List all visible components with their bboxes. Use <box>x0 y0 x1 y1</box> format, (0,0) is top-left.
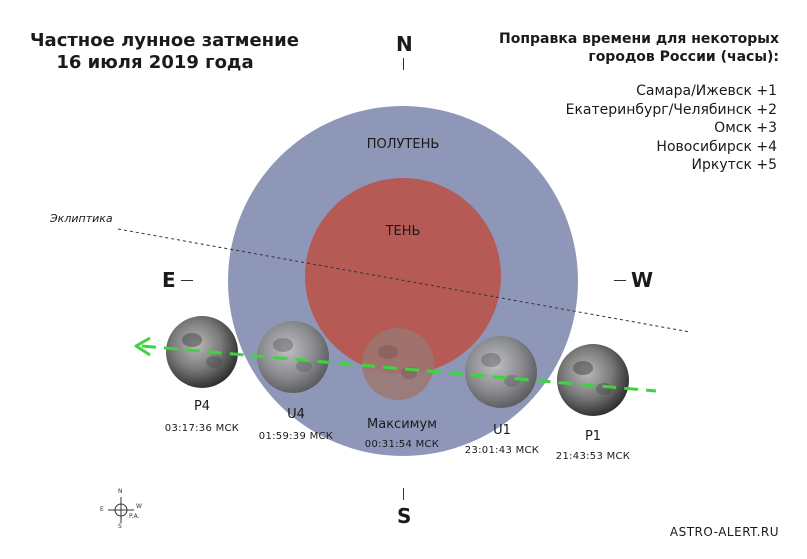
moon-path-arrowhead <box>134 336 151 357</box>
phase-name: P4 <box>193 399 211 414</box>
city-correction-item: Омск +3 <box>714 120 777 136</box>
moon-p1 <box>557 344 629 416</box>
correction-heading-line-1: Поправка времени для некоторых <box>499 31 779 47</box>
compass-n: N <box>118 488 123 495</box>
phase-label-p1: P1 21:43:53 МСК <box>543 430 643 464</box>
city-correction-item: Новосибирск +4 <box>656 138 777 155</box>
compass-cross-icon <box>108 497 134 523</box>
city-correction-item: Иркутск +5 <box>691 157 778 173</box>
phase-name: U4 <box>287 407 305 422</box>
phase-time: 01:59:39 МСК <box>258 431 334 442</box>
site-credit: ASTRO-ALERT.RU <box>669 525 779 539</box>
compass-w: W <box>136 503 142 510</box>
south-label: S <box>397 504 412 528</box>
city-correction-item: Самара/Ижевск +1 <box>636 83 777 99</box>
phase-time: 23:01:43 МСК <box>464 445 540 456</box>
time-correction-heading: Поправка времени для некоторых городов Р… <box>499 30 779 66</box>
mini-compass: N S E W P.A. <box>96 489 146 531</box>
west-label: W <box>631 268 654 292</box>
page-title: Частное лунное затмение 16 июля 2019 год… <box>30 30 299 74</box>
north-label: N <box>396 32 413 56</box>
phase-label-u1: U1 23:01:43 МСК <box>452 424 552 458</box>
phase-time: 00:31:54 МСК <box>364 439 440 450</box>
compass-s: S <box>118 523 122 530</box>
phase-name: Максимум <box>367 417 437 432</box>
title-line-1: Частное лунное затмение <box>30 30 299 51</box>
moon-maximum <box>362 328 434 400</box>
penumbra-label: ПОЛУТЕНЬ <box>366 137 440 152</box>
title-line-2: 16 июля 2019 года <box>56 52 254 73</box>
phase-name: P1 <box>584 429 602 444</box>
ecliptic-label: Эклиптика <box>50 212 113 225</box>
phase-time: 03:17:36 МСК <box>164 423 240 434</box>
city-correction-item: Екатеринбург/Челябинск +2 <box>565 101 777 118</box>
phase-label-maximum: Максимум 00:31:54 МСК <box>352 418 452 452</box>
east-tick <box>181 280 193 281</box>
phase-time: 21:43:53 МСК <box>555 451 631 462</box>
moon-u1 <box>465 336 537 408</box>
phase-name: U1 <box>493 423 511 438</box>
north-tick <box>403 58 404 70</box>
correction-heading-line-2: городов России (часы): <box>588 49 779 65</box>
east-label: E <box>162 268 176 292</box>
phase-label-u4: U4 01:59:39 МСК <box>246 408 346 444</box>
phase-label-p4: P4 03:17:36 МСК <box>152 400 252 436</box>
moon-u4 <box>257 321 329 393</box>
umbra-disk <box>305 178 501 374</box>
compass-e: E <box>100 506 104 513</box>
city-correction-list: Самара/Ижевск +1 Екатеринбург/Челябинск … <box>566 82 777 175</box>
compass-pa: P.A. <box>129 513 140 520</box>
umbra-label: ТЕНЬ <box>385 224 421 239</box>
ecliptic-line <box>117 228 691 333</box>
moon-path-line <box>141 344 657 393</box>
moon-p4 <box>166 316 238 388</box>
south-tick <box>403 488 404 500</box>
west-tick <box>614 280 626 281</box>
